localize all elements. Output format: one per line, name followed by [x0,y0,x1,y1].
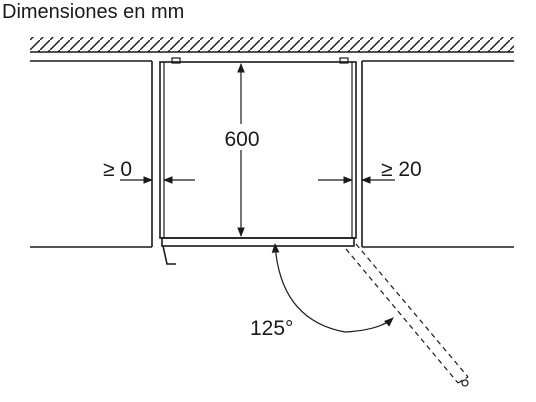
door-angle-label: 125° [250,317,293,340]
appliance-body [159,57,357,265]
door-angle-arc [271,243,394,333]
right-cabinet [361,60,514,248]
open-door [345,243,469,387]
wall [30,37,514,53]
depth-label: 600 [224,128,259,151]
diagram-title: Dimensiones en mm [2,1,184,23]
left-cabinet [30,60,153,248]
left-gap-label: ≥ 0 [103,158,132,181]
right-gap-label: ≥ 20 [381,158,422,181]
